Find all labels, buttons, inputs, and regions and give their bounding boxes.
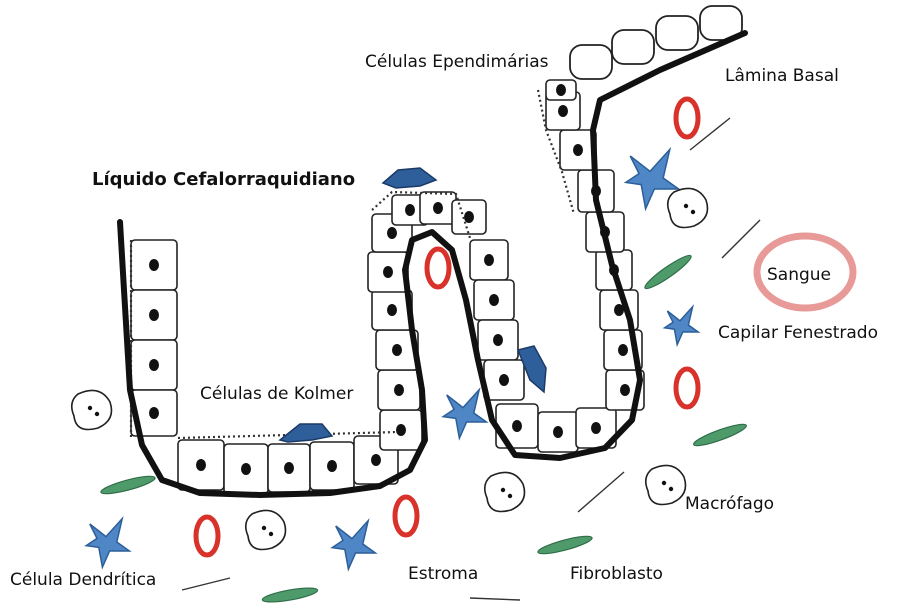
cell-nucleus (394, 384, 404, 396)
dendritic-cell (86, 519, 129, 568)
ependymal-cell (612, 30, 654, 64)
collagen-fiber (722, 220, 760, 258)
cell-nucleus (284, 462, 294, 474)
cell-nucleus (149, 407, 159, 419)
cell-nucleus (387, 227, 397, 239)
cell-nucleus (512, 420, 522, 432)
collagen-fiber (578, 472, 624, 512)
cell-nucleus (396, 424, 406, 436)
macrophage-granule (501, 488, 505, 492)
macrophage-granule (269, 532, 273, 536)
basal-lamina-label: Lâmina Basal (725, 68, 839, 85)
stroma-label: Estroma (408, 566, 478, 583)
cell-nucleus (553, 426, 563, 438)
cell-nucleus (149, 259, 159, 271)
red-blood-cell (676, 99, 698, 137)
cell-nucleus (392, 344, 402, 356)
dendritic-cell-label: Célula Dendrítica (10, 572, 156, 589)
macrophage-granule (262, 526, 266, 530)
cell-nucleus (149, 359, 159, 371)
cell-nucleus (433, 202, 443, 214)
macrophage-granule (684, 204, 688, 208)
cell-nucleus (499, 374, 509, 386)
macrophage-cell (246, 510, 286, 549)
macrophage-granule (508, 494, 512, 498)
cell-nucleus (383, 266, 393, 278)
cell-nucleus (573, 144, 583, 156)
cell-nucleus (464, 211, 474, 223)
cell-nucleus (241, 463, 251, 475)
fibroblast-cell (537, 533, 594, 557)
macrophage-cell (668, 188, 708, 227)
fenestrated-capillary-label: Capilar Fenestrado (718, 325, 878, 342)
macrophage-granule (88, 406, 92, 410)
macrophage-granule (662, 481, 666, 485)
red-blood-cell (676, 369, 698, 407)
red-blood-cell (196, 517, 218, 555)
ependymal-cell (656, 16, 698, 50)
dendritic-cell (332, 521, 375, 570)
fibroblast-cell (262, 585, 319, 605)
red-blood-cell (427, 249, 449, 287)
cell-nucleus (405, 204, 415, 216)
cell-nucleus (327, 460, 337, 472)
fibroblast-label: Fibroblasto (570, 566, 663, 583)
dendritic-cell (443, 390, 486, 439)
kolmer-cell (383, 168, 436, 188)
red-blood-cell (395, 497, 417, 535)
csf-label: Líquido Cefalorraquidiano (92, 171, 355, 189)
cell-nucleus (484, 254, 494, 266)
cell-nucleus (620, 384, 630, 396)
macrophage-cell (485, 472, 525, 511)
fibroblast-cell (642, 252, 694, 292)
cell-nucleus (196, 459, 206, 471)
cell-nucleus (387, 304, 397, 316)
kolmer-cells-label: Células de Kolmer (200, 386, 353, 403)
fibroblast-cell (100, 473, 157, 497)
cell-nucleus (489, 294, 499, 306)
cell-nucleus (371, 454, 381, 466)
kolmer-cell (280, 424, 332, 442)
fibroblast-cell (692, 421, 748, 450)
dendritic-cell (665, 307, 699, 345)
ependymal-cell (570, 45, 612, 79)
macrophage-granule (95, 412, 99, 416)
macrophage-granule (669, 487, 673, 491)
collagen-fiber (470, 598, 520, 600)
cell-nucleus (556, 84, 566, 96)
cell-nucleus (493, 334, 503, 346)
macrophage-label: Macrófago (685, 496, 774, 513)
cell-nucleus (558, 105, 568, 117)
cell-nucleus (618, 344, 628, 356)
macrophage-cell (646, 465, 686, 504)
macrophage-granule (691, 210, 695, 214)
cell-nucleus (149, 309, 159, 321)
cell-nucleus (591, 422, 601, 434)
macrophage-cell (72, 390, 112, 429)
collagen-fiber (182, 578, 230, 590)
blood-label: Sangue (767, 267, 831, 284)
ependymal-cells-label: Células Ependimárias (365, 54, 548, 71)
